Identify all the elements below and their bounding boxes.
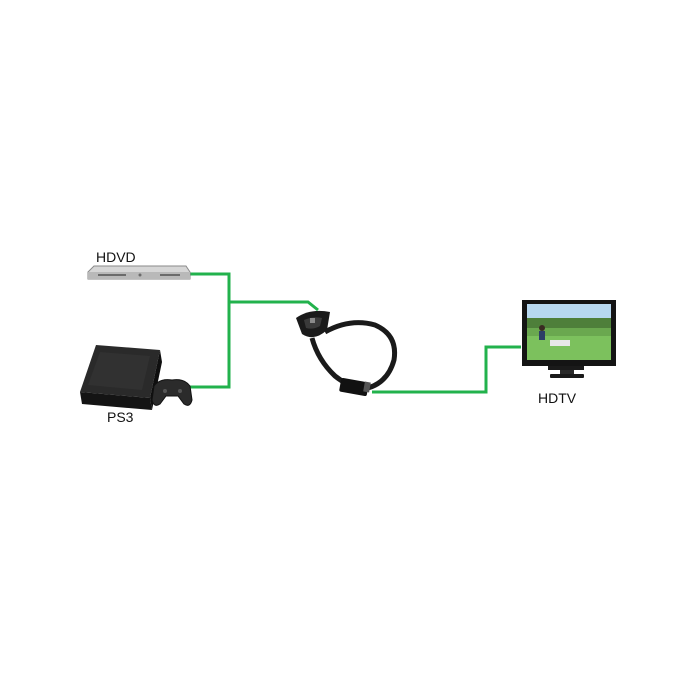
hdvd-label: HDVD	[96, 249, 136, 265]
hdvd-connection-line	[186, 274, 229, 302]
ps3-label: PS3	[107, 409, 133, 425]
hdtv-label: HDTV	[538, 390, 576, 406]
monitor-icon	[522, 300, 616, 378]
bus-to-switch-line	[229, 302, 318, 310]
controller-icon	[152, 380, 192, 406]
game-console-icon	[80, 345, 162, 410]
dvd-player-icon	[88, 266, 190, 279]
hdmi-switch-icon	[296, 311, 395, 396]
ps3-connection-line	[190, 302, 229, 387]
connection-lines	[186, 274, 521, 392]
